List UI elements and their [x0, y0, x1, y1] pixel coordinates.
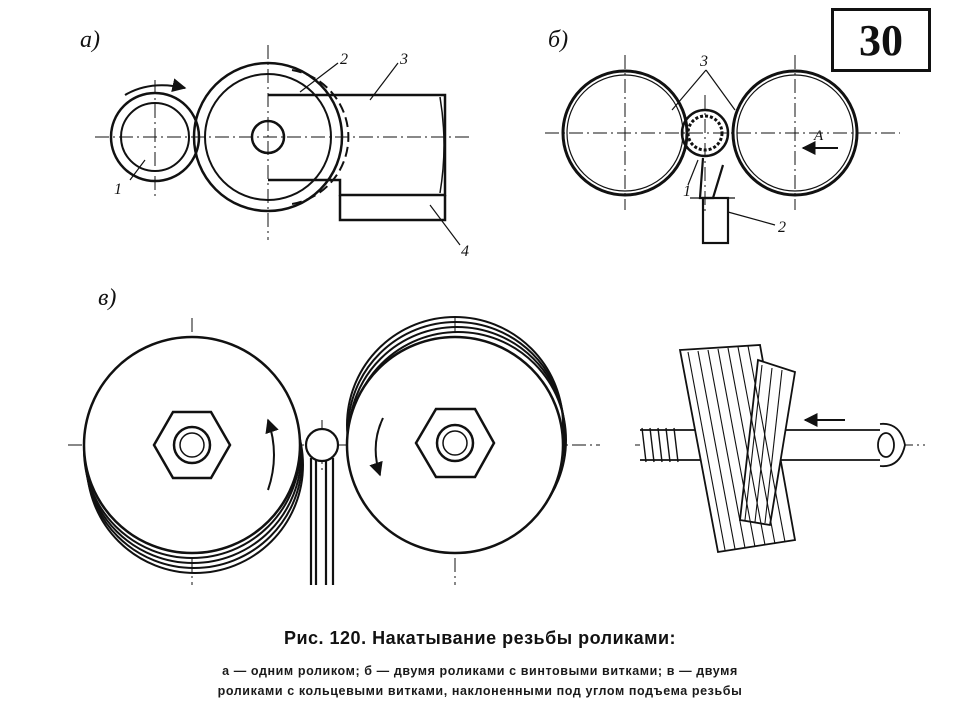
panel-v-label: в) [98, 285, 116, 311]
left-ring-roller [82, 335, 304, 574]
panel-a-leaders [129, 62, 461, 246]
support-knife [690, 157, 735, 245]
hex-nut [414, 407, 496, 479]
panel-a-number-4: 4 [461, 243, 469, 260]
panel-b-label: б) [548, 27, 568, 53]
panel-b-number-3: 3 [699, 53, 708, 70]
right-ring-roller [345, 316, 567, 555]
hex-nut [152, 410, 232, 480]
ring-roller-stack [678, 344, 797, 554]
panel-b-arrow-label: A [813, 128, 824, 144]
workpiece-blank [109, 91, 201, 183]
rod-threads [641, 427, 679, 463]
roller-holder [268, 93, 447, 197]
panel-a-diagram: а) [80, 27, 470, 260]
caption-line-1: а — одним роликом; б — двумя роликами с … [222, 664, 738, 678]
rotation-arrow [124, 78, 187, 96]
thread-roller [192, 61, 350, 213]
panel-b-number-1: 1 [683, 183, 691, 200]
right-screw-roller [731, 69, 859, 197]
rod-end-head [879, 422, 906, 468]
rod-end-face [877, 432, 895, 458]
workpiece-blank [680, 108, 730, 158]
panel-b-number-2: 2 [778, 219, 786, 236]
inclined-rollers-side-view [640, 344, 906, 554]
holder-edge [439, 96, 445, 194]
panel-b-diagram: б) [545, 27, 900, 245]
caption-line-2: роликами с кольцевыми витками, наклоненн… [217, 684, 743, 698]
workpiece-blank [304, 427, 340, 585]
rotation-arrow [369, 417, 384, 477]
panel-a-number-3: 3 [399, 51, 408, 68]
rotation-arrow [265, 418, 279, 491]
panel-a-number-2: 2 [340, 51, 348, 68]
panel-v-diagram: в) [68, 285, 925, 585]
panel-a-number-1: 1 [114, 181, 122, 198]
panel-b-leaders [671, 69, 776, 226]
caption-title: Рис. 120. Накатывание резьбы роликами: [283, 628, 677, 648]
tool-support [338, 195, 447, 222]
panel-a-label: а) [80, 27, 100, 53]
page-number-box: 30 [831, 8, 931, 72]
